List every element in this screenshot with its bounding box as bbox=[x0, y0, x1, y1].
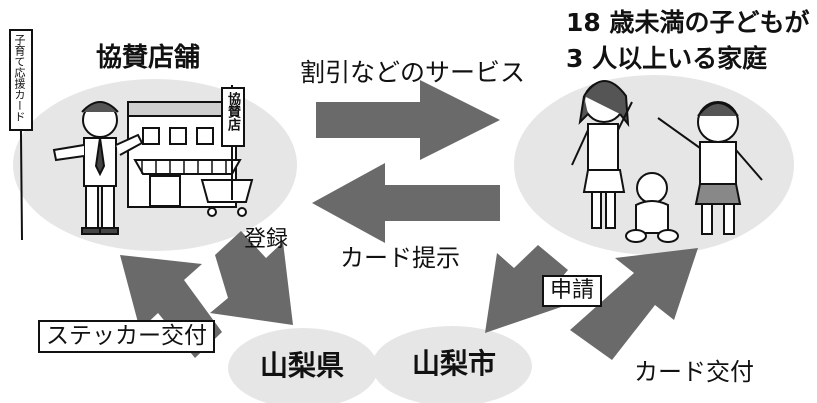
services-arrow bbox=[316, 80, 500, 160]
application-arrow bbox=[485, 245, 568, 333]
shop-illustration bbox=[9, 29, 254, 241]
sticker-delivery-label: ステッカー交付 bbox=[38, 320, 215, 353]
shop-sign-text: 協賛店 bbox=[225, 92, 240, 131]
application-label: 申請 bbox=[542, 275, 603, 307]
card-delivery-label: カード交付 bbox=[634, 358, 754, 386]
registration-label: 登録 bbox=[244, 227, 289, 252]
prefecture-label: 山梨県 bbox=[260, 349, 345, 382]
city-ellipse bbox=[372, 326, 532, 403]
family-illustration bbox=[571, 80, 763, 243]
shop-title: 協賛店舗 bbox=[96, 43, 201, 73]
family-title-line1: 18 歳未満の子どもが bbox=[566, 8, 810, 37]
clerk-figure bbox=[52, 101, 144, 235]
card-presentation-label: カード提示 bbox=[340, 244, 460, 272]
family-title-line2: 3 人以上いる家庭 bbox=[566, 44, 768, 73]
prefecture-ellipse bbox=[228, 328, 378, 403]
card-presentation-arrow bbox=[312, 163, 500, 243]
card-delivery-arrow bbox=[570, 248, 698, 360]
city-label: 山梨市 bbox=[412, 347, 497, 380]
services-label: 割引などのサービス bbox=[300, 58, 526, 87]
registration-arrow bbox=[210, 231, 293, 325]
banner-text: 子育て応援カード bbox=[13, 34, 26, 122]
